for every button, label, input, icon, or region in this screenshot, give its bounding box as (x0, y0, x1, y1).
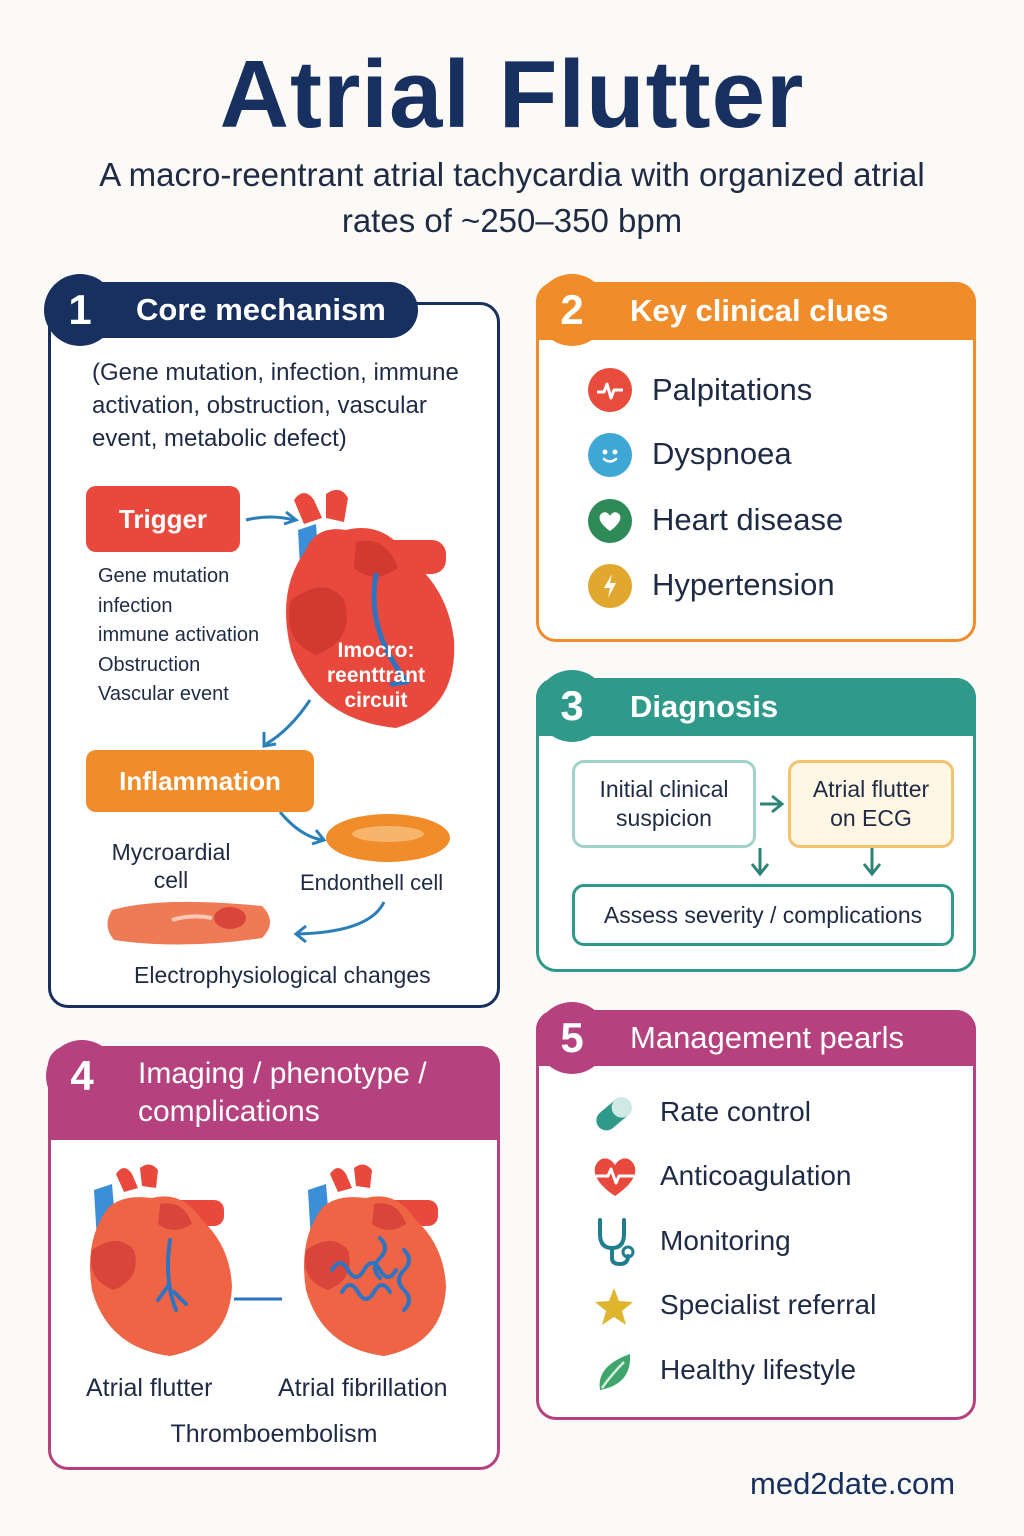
myocardial-cell-icon (107, 901, 270, 945)
imaging-footer: Thromboembolism (170, 1420, 378, 1448)
panel-5-title: Management pearls (630, 1020, 904, 1055)
endothelial-cell-icon (326, 814, 450, 862)
clinical-clue-label: Hypertension (652, 567, 835, 602)
endothelial-label: Endonthell cell (300, 870, 444, 895)
leaf-icon (599, 1354, 631, 1390)
clinical-clue-label: Palpitations (652, 372, 813, 407)
heart-icon (588, 499, 632, 543)
panel-1-title: Core mechanism (136, 292, 386, 327)
page-title: Atrial Flutter (219, 41, 805, 148)
panel-2-number: 2 (536, 274, 608, 346)
site-url[interactable]: med2date.com (750, 1466, 956, 1501)
diagnosis-step-assess: Assess severity / complications (572, 884, 954, 946)
panel-1-number: 1 (44, 274, 116, 346)
management-item-label: Specialist referral (660, 1289, 877, 1320)
trigger-item: infection (98, 594, 173, 617)
panel-5-header: Management pearls (536, 1010, 976, 1066)
management-item-label: Rate control (660, 1096, 811, 1127)
panel-2-header: Key clinical clues (536, 282, 976, 340)
panel-3-number: 3 (536, 670, 608, 742)
panel-5-number: 5 (536, 1002, 608, 1074)
connector-line (234, 1297, 282, 1301)
trigger-item: Obstruction (98, 653, 201, 676)
atrial-fibrillation-label: Atrial fibrillation (278, 1374, 448, 1402)
atrial-fibrillation-heart-icon (304, 1164, 446, 1356)
myocardial-label: Mycroardial cell (111, 839, 231, 893)
panel-4-header: Imaging / phenotype / complications (48, 1046, 500, 1140)
management-item-label: Anticoagulation (660, 1160, 852, 1191)
panel-4-number: 4 (46, 1040, 118, 1112)
core-mechanism-intro: (Gene mutation, infection, immune activa… (92, 359, 459, 452)
panel-management (536, 1010, 976, 1420)
heart-illustration (286, 489, 455, 728)
atrial-flutter-heart-icon (90, 1164, 232, 1356)
panel-4-title: Imaging / phenotype / complications (138, 1057, 427, 1128)
diagnosis-step-ecg: Atrial flutter on ECG (788, 760, 954, 848)
star-icon (595, 1288, 633, 1325)
trigger-item: immune activation (98, 624, 260, 646)
panel-1-header: Core mechanism (70, 282, 418, 338)
management-item-label: Healthy lifestyle (660, 1354, 857, 1385)
panel-3-header: Diagnosis (536, 678, 976, 736)
trigger-label: Trigger (86, 486, 240, 552)
face-icon (588, 433, 632, 477)
core-mechanism-footer: Electrophysiological changes (134, 962, 431, 988)
panel-2-title: Key clinical clues (630, 293, 889, 328)
page-subtitle: A macro-reentrant atrial tachycardia wit… (99, 156, 925, 239)
diagnosis-step-suspicion: Initial clinical suspicion (572, 760, 756, 848)
inflammation-label: Inflammation (86, 750, 314, 812)
atrial-flutter-label: Atrial flutter (86, 1374, 213, 1402)
pulse-icon (588, 368, 632, 412)
heart-ecg-icon (594, 1158, 636, 1196)
diagnosis-arrows (750, 794, 882, 877)
mechanism-arrows (245, 510, 386, 944)
trigger-item: Vascular event (98, 683, 229, 705)
stethoscope-icon (598, 1218, 635, 1267)
trigger-list: Gene mutation infection immune activatio… (98, 562, 259, 710)
clinical-clue-label: Dyspnoea (652, 436, 792, 471)
trigger-item: Gene mutation (98, 565, 230, 587)
capsule-icon (596, 1097, 632, 1131)
management-item-label: Monitoring (660, 1225, 791, 1256)
clinical-clue-label: Heart disease (652, 502, 844, 537)
panel-3-title: Diagnosis (630, 689, 779, 724)
lightning-icon (588, 564, 632, 608)
heart-label: Imocro: reenttrant circuit (326, 639, 426, 712)
